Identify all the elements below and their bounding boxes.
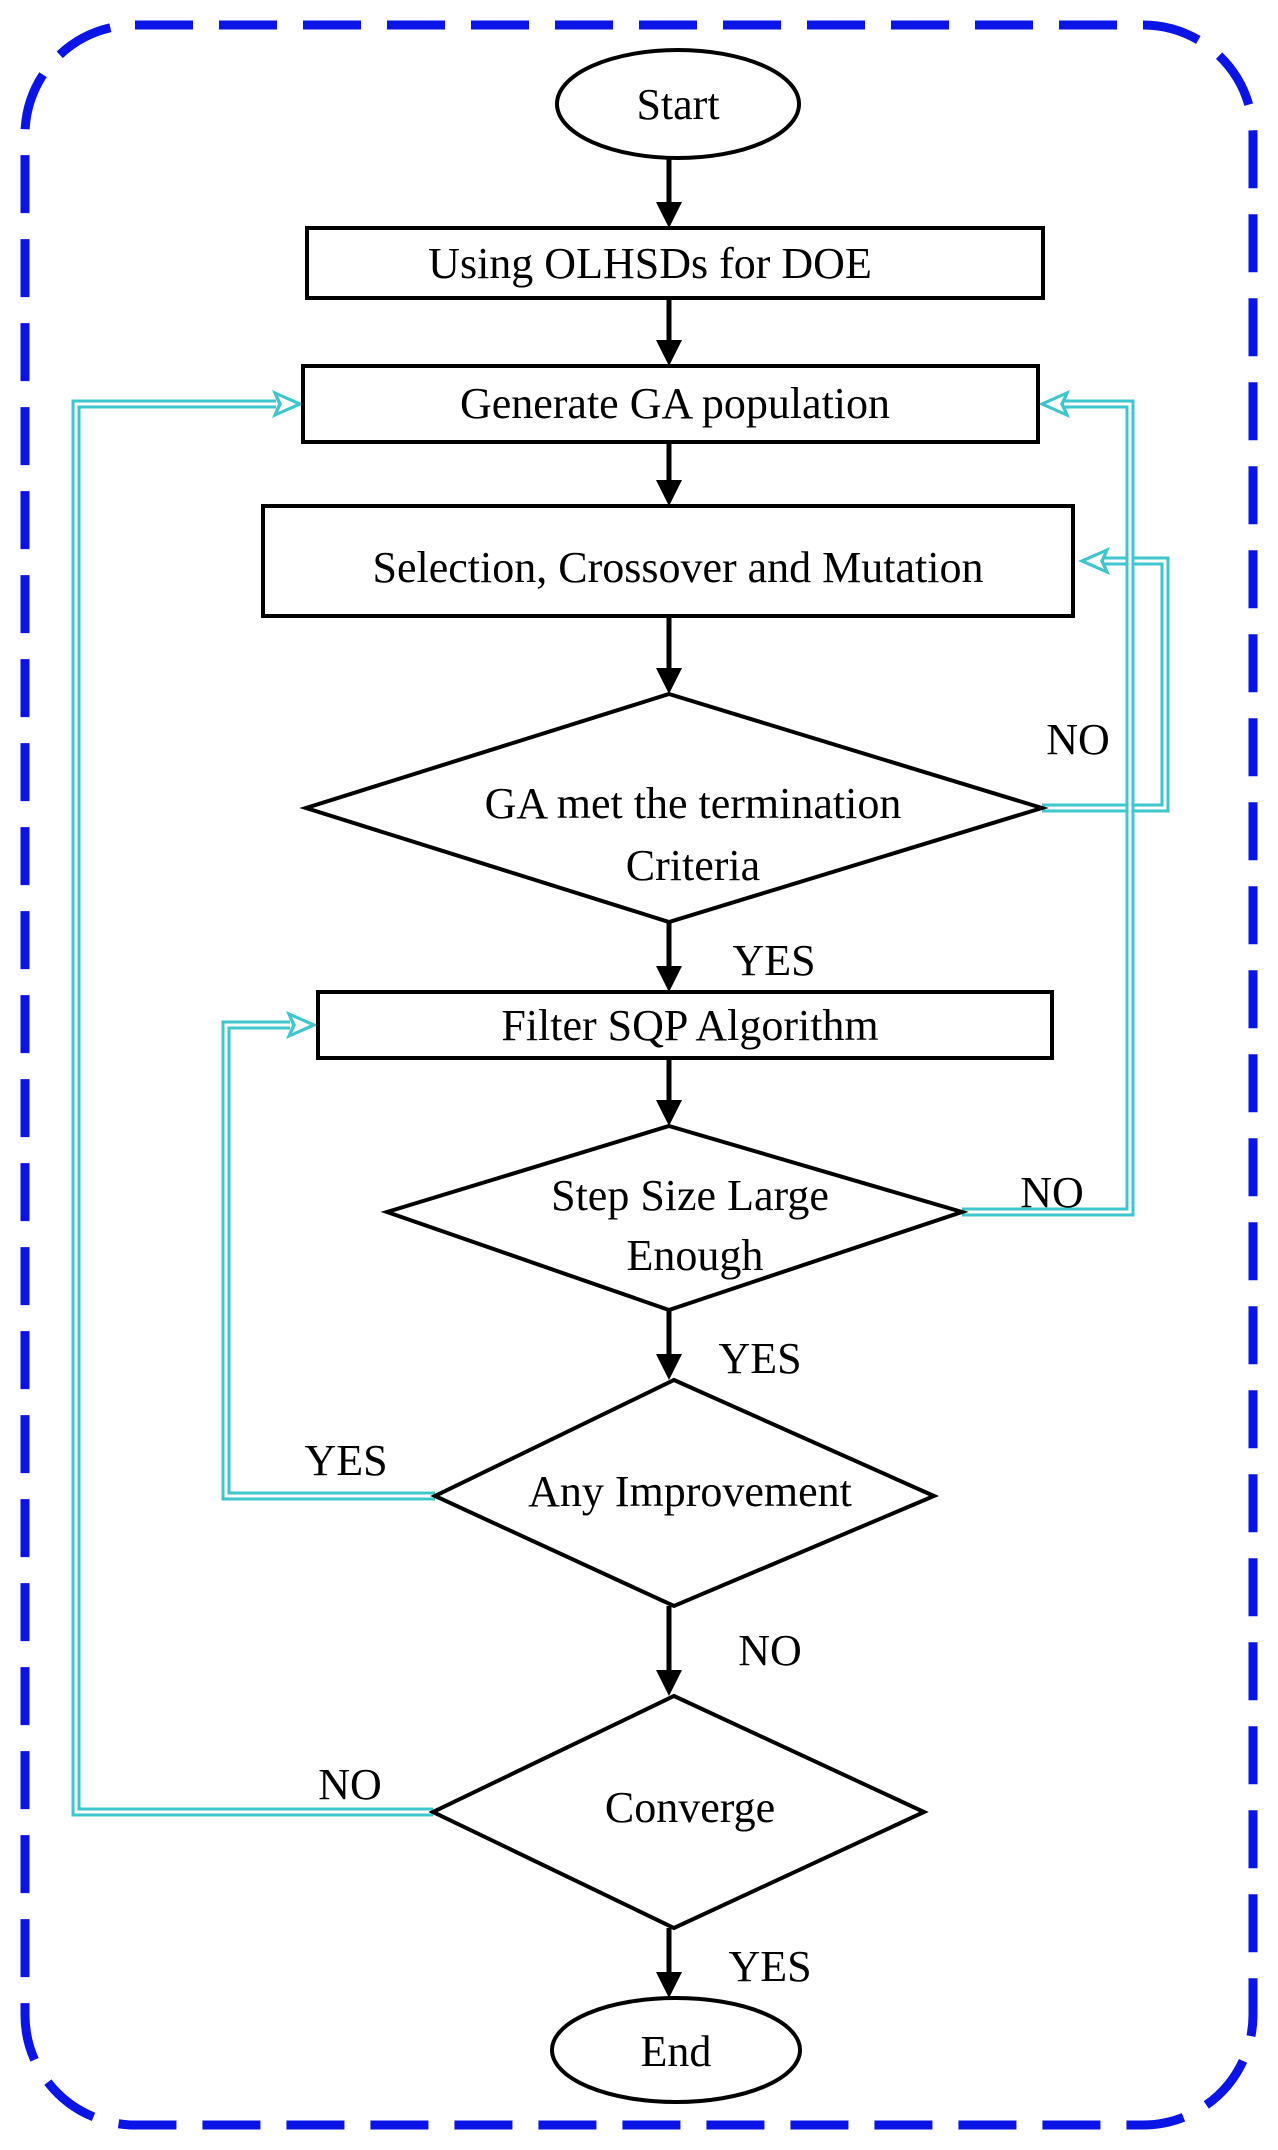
arrowhead bbox=[656, 480, 682, 506]
end-label: End bbox=[641, 2027, 712, 2076]
node-step-size: Step Size Large Enough bbox=[380, 1123, 969, 1313]
step-size-yes-label: YES bbox=[718, 1334, 801, 1383]
arrowhead bbox=[656, 340, 682, 366]
arrowhead bbox=[656, 202, 682, 228]
node-ga-termination: GA met the termination Criteria bbox=[299, 691, 1049, 925]
converge-decision bbox=[428, 1693, 929, 1931]
improvement-yes-label: YES bbox=[304, 1436, 387, 1485]
node-doe: Using OLHSDs for DOE bbox=[305, 226, 1045, 300]
loop-converge-no-to-ga-population bbox=[71, 390, 433, 1817]
filter-sqp-process-box bbox=[316, 990, 1054, 1060]
step-size-label-line1: Step Size Large bbox=[551, 1171, 829, 1220]
main-flow-arrows bbox=[656, 158, 682, 1998]
doe-label: Using OLHSDs for DOE bbox=[428, 239, 872, 288]
doe-process-box bbox=[305, 226, 1045, 300]
ga-population-label: Generate GA population bbox=[460, 379, 890, 428]
ga-termination-decision bbox=[299, 691, 1049, 925]
node-ga-population: Generate GA population bbox=[301, 364, 1040, 444]
end-terminal bbox=[550, 1996, 802, 2104]
node-ga-operators: Selection, Crossover and Mutation bbox=[261, 504, 1075, 618]
converge-label: Converge bbox=[605, 1783, 775, 1832]
step-size-decision bbox=[380, 1123, 969, 1313]
arrowhead bbox=[656, 1354, 682, 1380]
improvement-label: Any Improvement bbox=[528, 1467, 852, 1516]
ga-operators-process-box bbox=[261, 504, 1075, 618]
step-size-label-line2: Enough bbox=[627, 1231, 764, 1280]
node-end: End bbox=[550, 1996, 802, 2104]
arrowhead bbox=[656, 1670, 682, 1696]
ga-termination-label-line1: GA met the termination bbox=[485, 779, 902, 828]
loop-termination-no-to-operators bbox=[1042, 547, 1170, 813]
node-improvement: Any Improvement bbox=[430, 1377, 940, 1609]
improvement-decision bbox=[430, 1377, 940, 1609]
arrowhead bbox=[656, 1972, 682, 1998]
ga-termination-label-line2: Criteria bbox=[626, 841, 760, 890]
arrowhead bbox=[656, 966, 682, 992]
node-start: Start bbox=[555, 48, 801, 160]
filter-sqp-label: Filter SQP Algorithm bbox=[501, 1001, 878, 1050]
ga-population-process-box bbox=[301, 364, 1040, 444]
ga-operators-label: Selection, Crossover and Mutation bbox=[372, 543, 983, 592]
edge-labels: NO YES NO YES YES NO NO YES bbox=[304, 715, 1109, 1991]
loop-step-size-no-to-ga-population bbox=[962, 390, 1135, 1217]
loop-arrows bbox=[71, 390, 1170, 1817]
start-label: Start bbox=[636, 80, 719, 129]
ga-termination-no-label: NO bbox=[1046, 715, 1110, 764]
node-filter-sqp: Filter SQP Algorithm bbox=[316, 990, 1054, 1060]
dashed-frame bbox=[20, 20, 1258, 2130]
improvement-no-label: NO bbox=[738, 1626, 802, 1675]
ga-termination-yes-label: YES bbox=[732, 936, 815, 985]
converge-yes-label: YES bbox=[728, 1942, 811, 1991]
node-converge: Converge bbox=[428, 1693, 929, 1931]
arrowhead bbox=[656, 668, 682, 694]
converge-no-label: NO bbox=[318, 1760, 382, 1809]
start-terminal bbox=[555, 48, 801, 160]
step-size-no-label: NO bbox=[1020, 1168, 1084, 1217]
loop-improvement-yes-to-filter-sqp bbox=[221, 1011, 435, 1501]
arrowhead bbox=[656, 1100, 682, 1126]
